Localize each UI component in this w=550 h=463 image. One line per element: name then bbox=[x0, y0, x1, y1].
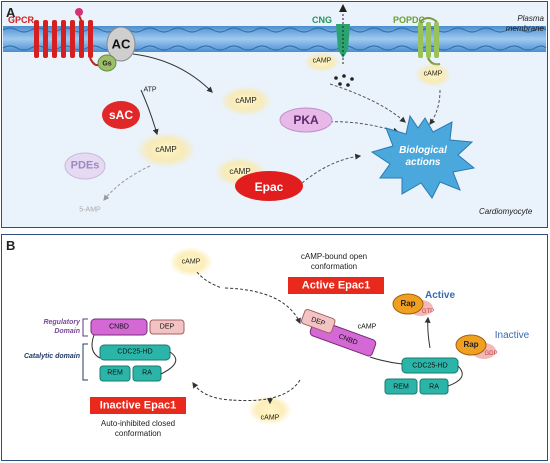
sac-label: sAC bbox=[108, 108, 134, 122]
gpcr-label: GPCR bbox=[8, 15, 35, 25]
gs-label: Gs bbox=[102, 60, 112, 68]
pka-ellipse bbox=[279, 107, 333, 133]
panel-a-arrows bbox=[103, 53, 441, 201]
inactive-epac1-label: Inactive Epac1 bbox=[99, 399, 177, 412]
five-amp-label: 5-AMP bbox=[79, 206, 101, 214]
inactive-rem-label: REM bbox=[107, 369, 123, 377]
atp-label: ATP bbox=[143, 86, 157, 94]
inactive-dep-label: DEP bbox=[159, 323, 175, 331]
camp-glow-lower bbox=[248, 395, 292, 425]
camp-epac-label: cAMP bbox=[229, 167, 251, 176]
gpcr-receptor bbox=[34, 8, 101, 67]
panel-b-letter: B bbox=[6, 238, 16, 253]
camp-glow-top bbox=[220, 86, 272, 116]
catalytic-domain-label: Catalytic domain bbox=[23, 353, 80, 360]
adenylyl-cyclase bbox=[97, 26, 136, 72]
inactive-cnbd-label: CNBD bbox=[109, 323, 129, 331]
active-rem-label: REM bbox=[393, 383, 409, 391]
cardiomyocyte-label: Cardiomyocyte bbox=[479, 207, 533, 216]
domain-brackets bbox=[82, 318, 88, 381]
active-cdc25-label: CDC25-HD bbox=[412, 362, 448, 370]
cng-label: CNG bbox=[312, 15, 332, 25]
sac-ellipse bbox=[102, 101, 140, 129]
gdp-label: GDP bbox=[484, 351, 498, 357]
biological-actions-star bbox=[370, 114, 476, 199]
inactive-epac1-box bbox=[90, 397, 186, 414]
active-ra-label: RA bbox=[429, 383, 439, 391]
camp-glow-upper bbox=[169, 247, 213, 277]
active-epac1-box bbox=[288, 277, 384, 294]
camp-popdc-label: cAMP bbox=[423, 70, 443, 78]
popdc-protein bbox=[418, 17, 441, 66]
closed-conformation-label: Auto-inhibited closed conformation bbox=[100, 419, 176, 438]
popdc-label: POPDC bbox=[393, 15, 426, 25]
active-camp-label: cAMP bbox=[357, 323, 377, 331]
active-state-label: Active bbox=[424, 290, 456, 301]
rap-molecules bbox=[392, 293, 496, 359]
camp-upper-label: cAMP bbox=[181, 258, 201, 266]
ac-label: AC bbox=[111, 36, 131, 52]
pdes-label: PDEs bbox=[70, 159, 100, 172]
camp-mid-label: cAMP bbox=[155, 145, 177, 154]
biological-actions-label: Biological actions bbox=[399, 145, 447, 168]
active-epac1-structure bbox=[300, 309, 463, 395]
gtp-label: GTP bbox=[421, 309, 435, 315]
epac-ellipse bbox=[235, 171, 303, 201]
inactive-ra-label: RA bbox=[142, 369, 152, 377]
pdes-ellipse bbox=[64, 152, 106, 180]
active-epac1-label: Active Epac1 bbox=[301, 279, 371, 292]
cng-channel bbox=[334, 4, 354, 87]
rap-inactive-label: Rap bbox=[463, 340, 479, 349]
camp-glow-popdc bbox=[415, 63, 451, 87]
panel-a-letter: A bbox=[6, 5, 16, 20]
camp-top-label: cAMP bbox=[235, 96, 257, 105]
camp-lower-label: cAMP bbox=[260, 414, 280, 422]
camp-cng-label: cAMP bbox=[312, 57, 332, 65]
epac-label: Epac bbox=[254, 180, 284, 194]
pka-label: PKA bbox=[293, 113, 319, 127]
inactive-cdc25-label: CDC25-HD bbox=[117, 348, 153, 356]
rap-active-label: Rap bbox=[400, 299, 416, 308]
cycle-arrows bbox=[192, 271, 431, 405]
plasma-membrane-band bbox=[2, 26, 547, 52]
inactive-state-label: Inactive bbox=[494, 330, 530, 341]
camp-glow-cng bbox=[304, 52, 340, 72]
plasma-membrane-label: Plasma membrane bbox=[505, 14, 544, 33]
inactive-epac1-structure bbox=[90, 318, 185, 382]
camp-glow-mid bbox=[136, 132, 196, 168]
regulatory-domain-label: Regulatory Domain bbox=[43, 319, 80, 335]
open-conformation-label: cAMP-bound open conformation bbox=[300, 252, 368, 271]
